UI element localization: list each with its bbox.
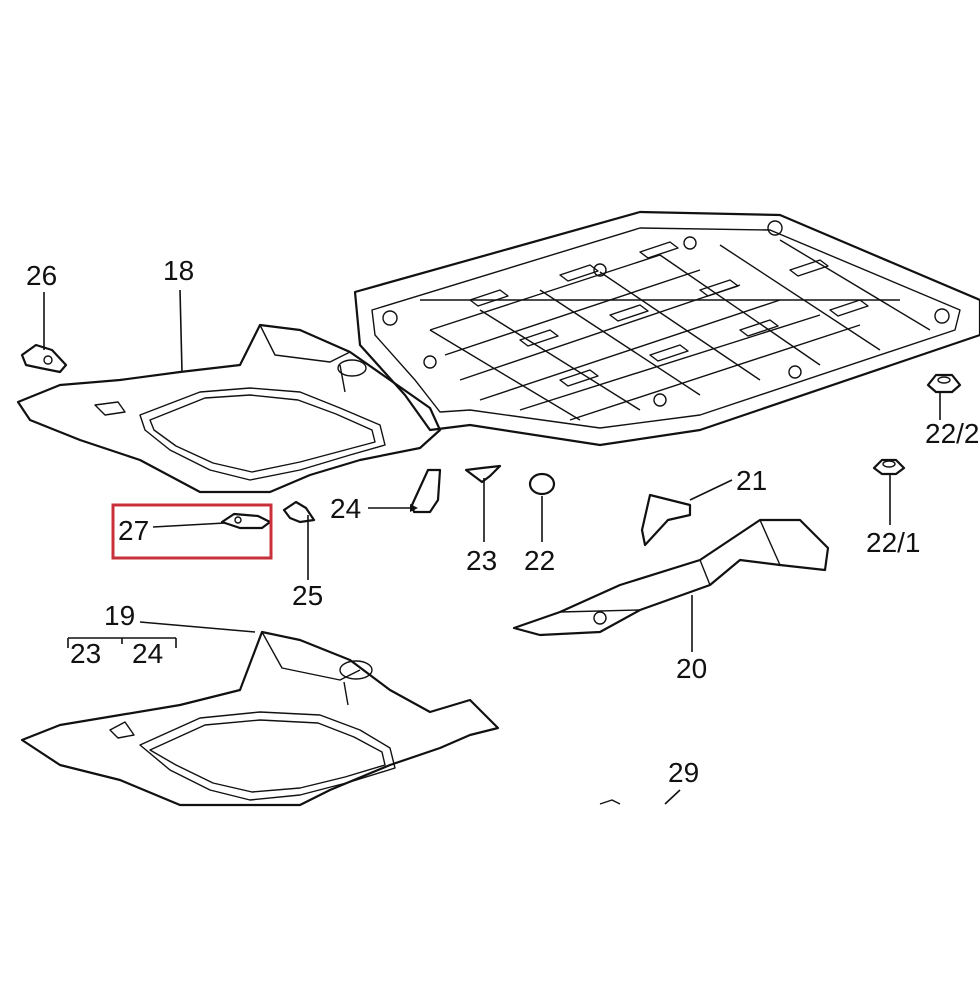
label-22-2: 22/2 xyxy=(925,418,980,449)
label-19-24: 24 xyxy=(132,638,163,669)
part-20 xyxy=(512,518,830,637)
underbody-panel xyxy=(353,210,980,447)
callout-labels: 26 18 27 24 25 23 22 21 22/1 22/2 19 23 … xyxy=(26,255,980,788)
highlight-box xyxy=(111,503,273,560)
label-19-23: 23 xyxy=(70,638,101,669)
part-21 xyxy=(640,493,692,547)
label-26: 26 xyxy=(26,260,57,291)
label-20: 20 xyxy=(676,653,707,684)
label-22: 22 xyxy=(524,545,555,576)
label-24: 24 xyxy=(330,493,361,524)
label-22-1: 22/1 xyxy=(866,527,921,558)
label-29: 29 xyxy=(668,757,699,788)
label-27: 27 xyxy=(118,515,149,546)
part-26 xyxy=(20,343,68,374)
part-22-2 xyxy=(926,373,962,394)
leader-lines xyxy=(43,289,941,805)
part-23 xyxy=(464,464,502,484)
label-23: 23 xyxy=(466,545,497,576)
part-25 xyxy=(282,500,316,524)
panel-18 xyxy=(16,323,442,494)
part-22 xyxy=(528,472,556,496)
part-29 xyxy=(599,799,621,805)
label-25: 25 xyxy=(292,580,323,611)
part-22-1 xyxy=(872,458,906,476)
part-24 xyxy=(410,468,442,514)
label-21: 21 xyxy=(736,465,767,496)
part-27 xyxy=(220,512,272,530)
panel-19 xyxy=(20,630,500,807)
label-19: 19 xyxy=(104,600,135,631)
label-18: 18 xyxy=(163,255,194,286)
